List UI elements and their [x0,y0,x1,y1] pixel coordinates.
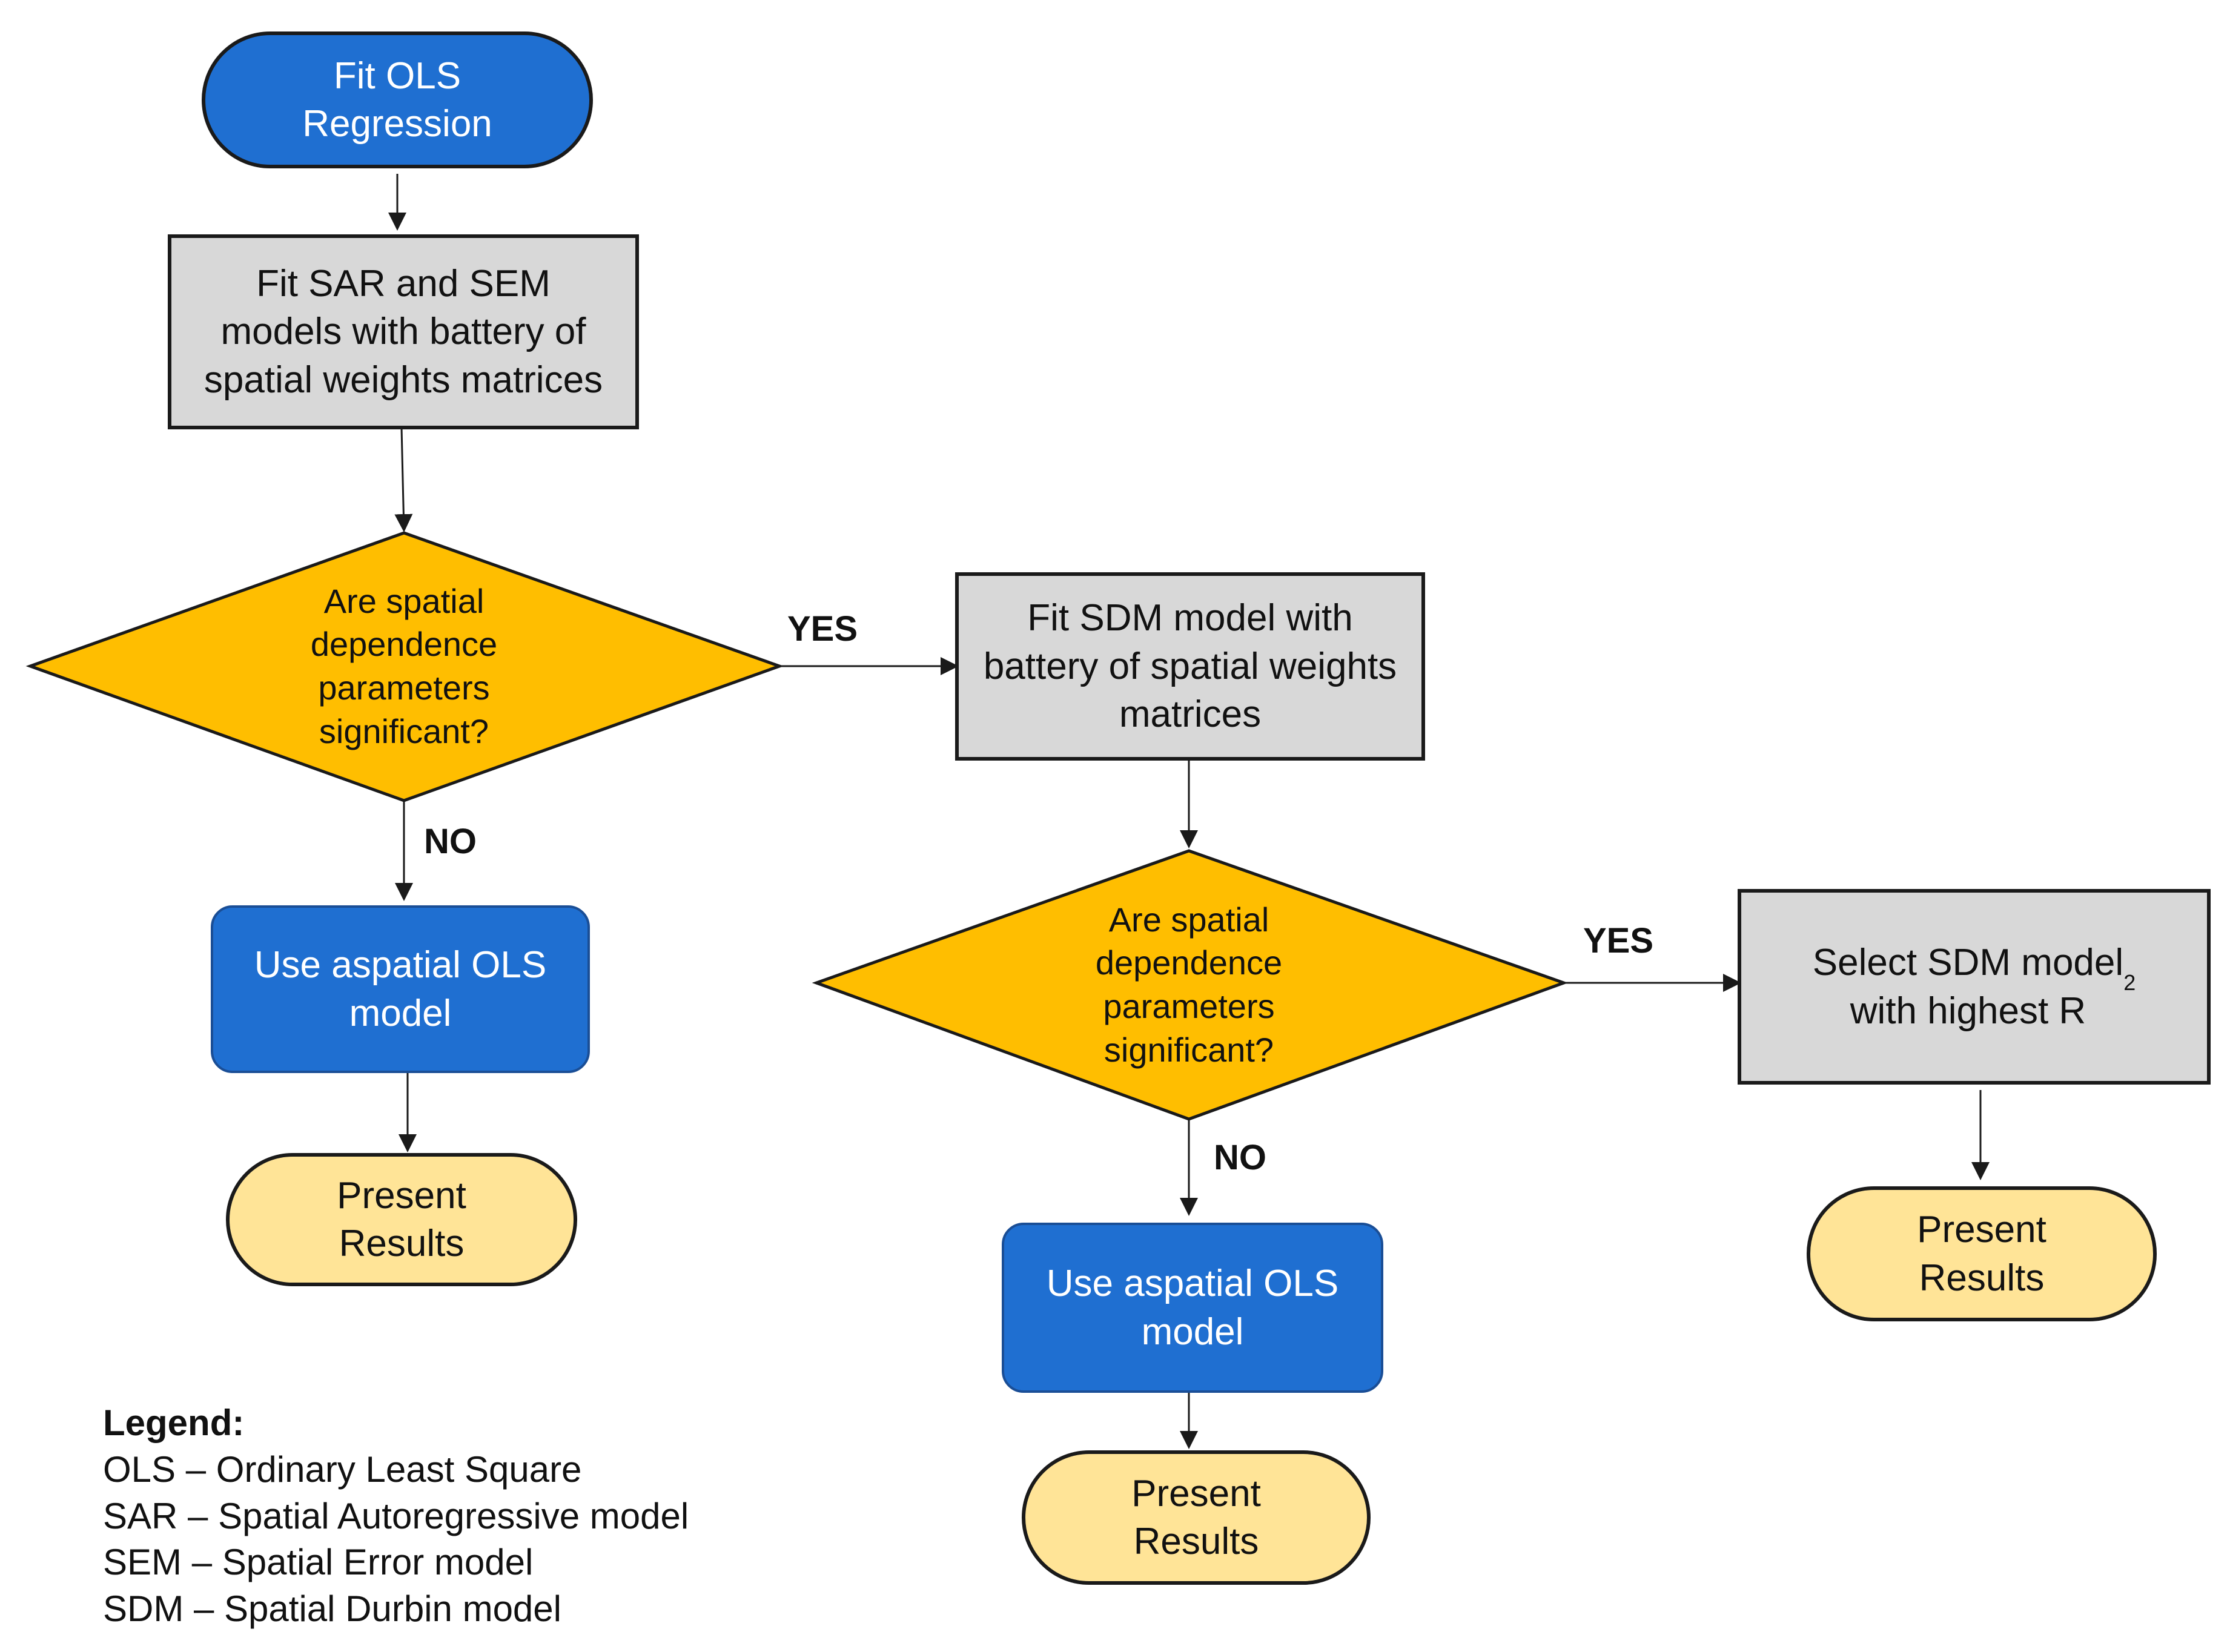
legend-title: Legend: [103,1403,245,1443]
decision2-label: Are spatial dependence parameters signif… [1095,900,1283,1069]
decision1-label: Are spatial dependence parameters signif… [310,581,498,750]
present3-terminal-shape [1807,1186,2157,1321]
decision2-yes-label: YES [1583,921,1654,960]
select-sdm-process-shape [1738,889,2211,1085]
arrow-fitsarsem-to-decision1 [394,427,413,532]
legend: Legend: OLS – Ordinary Least Square SAR … [103,1400,890,1633]
fit-sar-sem-process-shape [168,234,639,429]
legend-item-sar: SAR – Spatial Autoregressive model [103,1495,689,1536]
legend-item-sem: SEM – Spatial Error model [103,1542,534,1583]
decision1-no-label: NO [424,822,477,861]
decision2-shape [812,849,1569,1121]
fit-sdm-process-shape [955,572,1425,761]
fit-ols-terminal-shape [202,31,593,168]
legend-item-sdm: SDM – Spatial Durbin model [103,1588,562,1630]
use-ols2-shape [1002,1223,1383,1393]
fit-sar-sem-label: Fit SAR and SEM models with battery of s… [203,262,603,401]
decision2-no-label: NO [1214,1138,1266,1177]
present2-label: Present Results [1131,1472,1261,1562]
present2-terminal-shape [1022,1450,1371,1585]
present1-terminal-shape [226,1153,577,1286]
select-sdm-text: Select SDM model with highest R [1812,942,2124,1032]
select-sdm-superscript: 2 [2123,970,2136,996]
fit-ols-label: Fit OLS Regression [302,55,492,145]
use-ols1-shape [211,905,590,1073]
decision1-shape [25,531,784,802]
connectors [388,174,1990,1449]
use-ols2-label: Use aspatial OLS model [1046,1263,1339,1353]
legend-item-ols: OLS – Ordinary Least Square [103,1449,582,1490]
decision1-yes-label: YES [787,609,858,649]
present3-label: Present Results [1917,1209,2046,1299]
fit-sdm-label: Fit SDM model with battery of spatial we… [983,597,1397,736]
use-ols1-label: Use aspatial OLS model [254,944,547,1034]
present1-label: Present Results [337,1174,466,1264]
